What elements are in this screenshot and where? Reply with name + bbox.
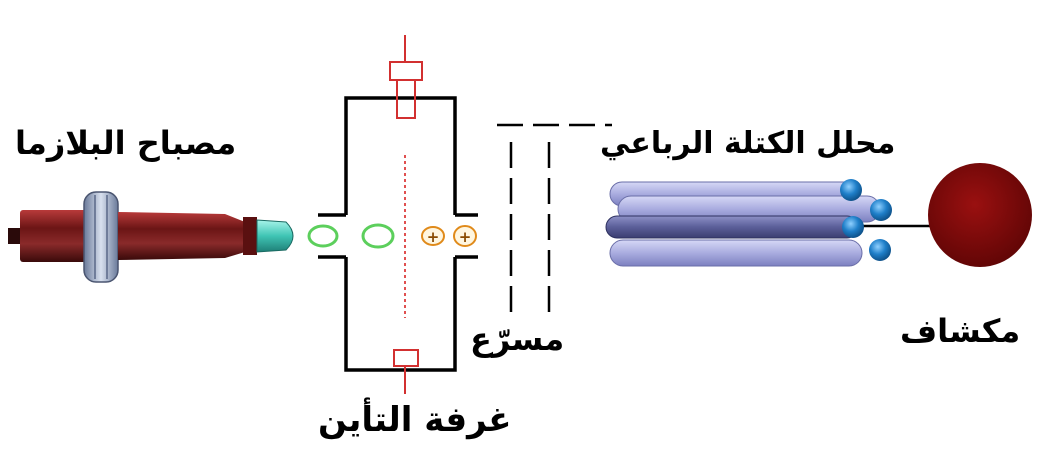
plasma-torch: [8, 191, 294, 283]
torch-body: [20, 210, 90, 262]
quadrupole-analyzer: [605, 179, 940, 267]
quadrupole-rod: [609, 239, 863, 267]
label-detector: مكشاف: [900, 312, 1021, 350]
cations: + +: [421, 225, 477, 247]
label-quadrupole-analyzer: محلل الكتلة الرباعي: [600, 126, 896, 161]
torch-collar: [243, 217, 257, 255]
ion-ring: [361, 223, 395, 249]
bottom-electrode: [393, 349, 419, 394]
label-accelerator: مسرّع: [470, 320, 565, 358]
rod-end-cap: [870, 199, 892, 221]
detector-disc: [928, 163, 1032, 267]
chamber-wall: [344, 257, 457, 372]
rod-end-cap: [840, 179, 862, 201]
torch-tip: [256, 219, 294, 253]
cation-sign: +: [459, 228, 472, 246]
ion-ring: [307, 224, 339, 248]
torch-flange: [83, 191, 119, 283]
label-plasma-torch: مصباح البلازما: [15, 124, 237, 162]
quadrupole-rod-inner: [605, 215, 859, 239]
top-electrode: [389, 35, 423, 119]
label-ionization-chamber: غرفة التأين: [318, 400, 512, 440]
accelerator-plates: [497, 123, 612, 318]
torch-nozzle: [118, 212, 245, 260]
rod-end-cap: [842, 216, 864, 238]
cation: [421, 226, 445, 246]
rod-end-cap: [869, 239, 891, 261]
cation-sign: +: [427, 228, 440, 246]
ionization-chamber: [318, 96, 478, 372]
ion-rings: [307, 223, 395, 249]
cation: [453, 225, 477, 247]
chamber-wall: [344, 96, 457, 215]
